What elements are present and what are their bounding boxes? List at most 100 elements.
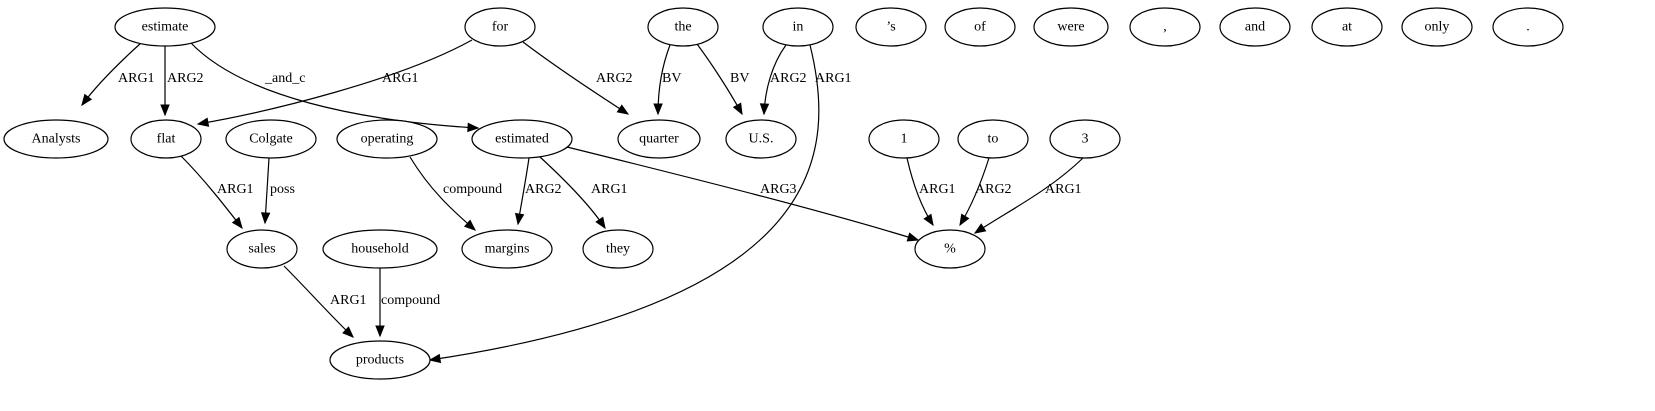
node-label: estimate	[142, 20, 189, 35]
node-ellipse	[464, 7, 536, 47]
edge-label: ARG2	[596, 71, 633, 86]
arrowhead	[595, 216, 606, 230]
edge-three-percent: ARG1	[973, 157, 1084, 234]
node-ellipse	[868, 119, 940, 159]
arrowhead	[732, 102, 743, 116]
node-label: %	[944, 242, 956, 257]
node-label: in	[793, 20, 804, 35]
edge-household-products: compound	[375, 268, 440, 338]
node-label: margins	[485, 242, 530, 257]
arrowhead	[160, 104, 170, 117]
node-ellipse	[914, 229, 986, 269]
arrowhead	[759, 103, 770, 116]
edge-estimated-they: ARG1	[539, 156, 628, 230]
node-ellipse	[114, 7, 216, 47]
node-ellipse	[1033, 7, 1109, 47]
node-margins: margins	[461, 229, 553, 269]
arrowhead	[428, 353, 442, 364]
node-label: household	[351, 242, 409, 257]
edge-line	[566, 146, 919, 241]
edge-label: _and_c	[264, 71, 305, 86]
edge-line	[522, 41, 629, 115]
node-household: household	[322, 229, 438, 269]
node-ellipse	[617, 119, 701, 159]
arrowhead	[467, 122, 480, 133]
node-label: U.S.	[749, 132, 774, 147]
node-s: ’s	[855, 7, 927, 47]
node-label: were	[1057, 20, 1084, 35]
edge-label: ARG1	[382, 71, 419, 86]
edge-operating-margins: compound	[409, 156, 502, 231]
node-they: they	[582, 229, 654, 269]
edge-Colgate-sales: poss	[260, 157, 295, 225]
node-to: to	[957, 119, 1029, 159]
node-ellipse	[582, 229, 654, 269]
node-ellipse	[3, 119, 109, 159]
edge-label: ARG2	[975, 182, 1012, 197]
node-ellipse	[329, 340, 431, 380]
arrowhead	[959, 213, 970, 227]
node-ellipse	[471, 119, 573, 159]
edge-label: compound	[443, 182, 502, 197]
node-the: the	[647, 7, 719, 47]
edge-label: ARG1	[591, 182, 628, 197]
node-label: they	[606, 242, 630, 257]
arrowhead	[81, 93, 93, 107]
edge-line	[264, 157, 270, 224]
edge-estimated-percent: ARG3	[566, 146, 920, 242]
edge-line	[429, 44, 820, 361]
edge-estimated-margins: ARG2	[514, 157, 562, 226]
node-ellipse	[461, 229, 553, 269]
node-one: 1	[868, 119, 940, 159]
node-comma: ,	[1129, 7, 1201, 47]
node-label: flat	[157, 132, 176, 147]
edge-estimate-estimated: _and_c	[189, 41, 480, 133]
edge-in-US: ARG2	[759, 44, 807, 116]
node-label: Analysts	[32, 132, 81, 147]
node-label: at	[1342, 20, 1352, 35]
edge-estimate-flat: ARG2	[160, 46, 204, 117]
node-label: to	[988, 132, 999, 147]
edge-for-flat: ARG1	[196, 39, 473, 127]
node-ellipse	[226, 229, 298, 269]
edge-label: ARG2	[167, 71, 204, 86]
node-US: U.S.	[725, 119, 797, 159]
arrowhead	[342, 326, 354, 338]
node-ellipse	[1129, 7, 1201, 47]
edge-label: ARG2	[525, 182, 562, 197]
node-ellipse	[322, 229, 438, 269]
node-Colgate: Colgate	[225, 119, 317, 159]
node-flat: flat	[130, 119, 202, 159]
node-label: quarter	[639, 132, 679, 147]
node-period: .	[1492, 7, 1564, 47]
node-label: of	[974, 20, 986, 35]
node-label: 1	[901, 132, 908, 147]
edge-label: poss	[270, 182, 295, 197]
edge-label: ARG1	[217, 182, 254, 197]
node-operating: operating	[336, 119, 438, 159]
arrowhead	[231, 216, 243, 230]
arrowhead	[973, 223, 987, 234]
node-ellipse	[1492, 7, 1564, 47]
node-ellipse	[957, 119, 1029, 159]
arrowhead	[375, 325, 385, 338]
edge-the-US: BV	[696, 43, 749, 116]
node-label: the	[674, 20, 691, 35]
node-label: 3	[1082, 132, 1089, 147]
arrowhead	[196, 117, 210, 127]
node-label: and	[1245, 20, 1265, 35]
edge-label: ARG1	[815, 71, 852, 86]
arrowhead	[906, 232, 920, 242]
node-label: Colgate	[249, 132, 293, 147]
arrowhead	[260, 212, 271, 225]
node-ellipse	[1049, 119, 1121, 159]
node-ellipse	[647, 7, 719, 47]
node-ellipse	[225, 119, 317, 159]
node-label: sales	[248, 242, 275, 257]
edge-line	[197, 39, 473, 125]
node-were: were	[1033, 7, 1109, 47]
edge-label: BV	[662, 71, 681, 86]
node-ellipse	[130, 119, 202, 159]
